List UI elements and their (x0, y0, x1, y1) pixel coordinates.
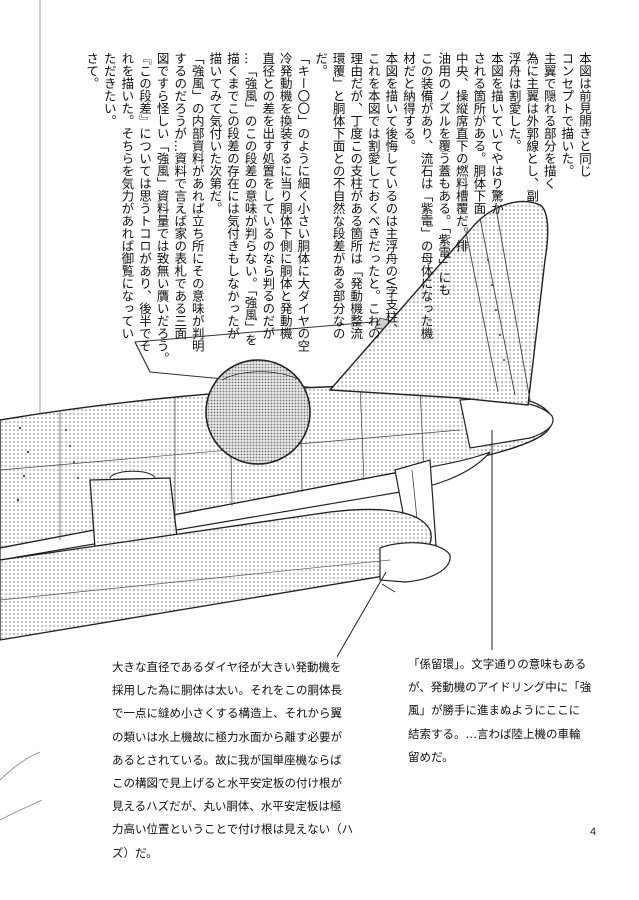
hinomaru-roundel (205, 359, 311, 465)
text-column: 『この段差』については思うトコロがあり、後半でそ (137, 52, 152, 352)
text-column: だ。 (313, 52, 328, 77)
text-column: 主翼で隠れる部分を描く (541, 52, 557, 190)
text-column: される箇所がある。胴体下面 (471, 52, 487, 215)
text-column: 描くまでこの段差の存在には気付きもしなかったが (225, 52, 240, 340)
text-column: 本図を描いて後悔しているのは主浮舟のV字支柱、 (383, 52, 399, 336)
text-column: この装備があり、流石は「紫電」の母体になった機 (418, 52, 434, 340)
caption-fuselage-diameter: 大きな直径であるダイヤ径が大きい発動機を 採用した為に胴体は太い。それをこの胴体… (112, 656, 354, 865)
text-column: …「強風」のこの段差の意味が判らない。「強風」を (242, 52, 258, 346)
wing-outline (0, 0, 43, 821)
vertical-tail-fin (328, 201, 549, 551)
text-column: 「強風」の内部資料があれば立ち所にその意味が判明 (189, 52, 205, 352)
text-column: 「キー〇〇」のように細く小さい胴体に大ダイヤの空 (295, 52, 311, 352)
text-column: 為に主翼は外郭線とし、副 (524, 52, 540, 202)
caption-line: ズ）だ。 (112, 845, 158, 860)
text-column: するのだろうが…資料で言えば家の表札である三面 (172, 52, 188, 340)
caption-line: 大きな直径であるダイヤ径が大きい発動機を (112, 660, 342, 674)
text-column: 環覆」と胴体下面との不自然な段差がある部分なの (330, 52, 346, 340)
caption-line: が、発動機のアイドリング中に「強 (408, 680, 592, 695)
text-column: ただきたい。 (101, 52, 117, 127)
text-column: 本図は前見開きと同じ (577, 52, 592, 177)
text-column: これを本図では割愛しておくべきだったと。これの (365, 52, 381, 340)
text-column: 理由だが、丁度この支柱がある箇所は「発動機整流 (348, 52, 364, 340)
leader-lines (333, 430, 493, 663)
caption-line: この構図で見上げると水平安定板の付け根が (112, 776, 342, 791)
text-column: コンセプトで描いた。 (559, 52, 575, 177)
text-column: 図ですら怪しい「強風」資料量では致無い贋いだろう。 (154, 52, 170, 365)
caption-line: 見えるハズだが、丸い胴体、水平安定板は極 (112, 799, 342, 814)
text-column: 中央、操縦席直下の燃料槽覆だ。排 (453, 52, 469, 252)
text-column: れを描いた。そちらを気力があれば御覧になってい (119, 52, 135, 340)
caption-line: 風」が勝手に進まぬようにここに (408, 703, 581, 718)
text-column: 描いてみて気付いた次第だ。 (207, 52, 223, 215)
caption-line: 「係留環」。文字通りの意味もある (408, 657, 587, 671)
caption-line: で一点に縫め小さくする構造上、それから翼 (112, 706, 342, 721)
caption-mooring-ring: 「係留環」。文字通りの意味もある が、発動機のアイドリング中に「強 風」が勝手に… (408, 653, 608, 770)
text-column: 材だと納得する。 (401, 52, 416, 152)
text-column: 本図を描いていてやはり驚か (489, 52, 504, 215)
lower-hull (0, 508, 451, 641)
page-number: 4 (590, 826, 597, 838)
caption-line: の類いは水上機故に極力水面から離す必要が (112, 729, 342, 744)
caption-line: 結索する。…言わば陸上機の車輪 (408, 726, 581, 741)
caption-line: 力高い位置ということで付け根は見えない（ハ (112, 822, 354, 837)
caption-line: 留めだ。 (408, 749, 454, 764)
caption-line: あるとされている。故に我が国単座機ならば (112, 752, 342, 767)
text-column: 直径との差を出す処置をしているのなら判るのだが (260, 52, 276, 340)
text-column: 浮舟は割愛した。 (506, 52, 522, 152)
text-column: さて。 (84, 52, 100, 90)
caption-line: 採用した為に胴体は太い。それをこの胴体長 (112, 683, 342, 698)
text-column: 冷発動機を換装するに当り胴体下側に胴体と発動機 (277, 52, 293, 340)
text-column: 油用のノズルを覆う蓋もある。「紫電」にも (436, 52, 452, 296)
